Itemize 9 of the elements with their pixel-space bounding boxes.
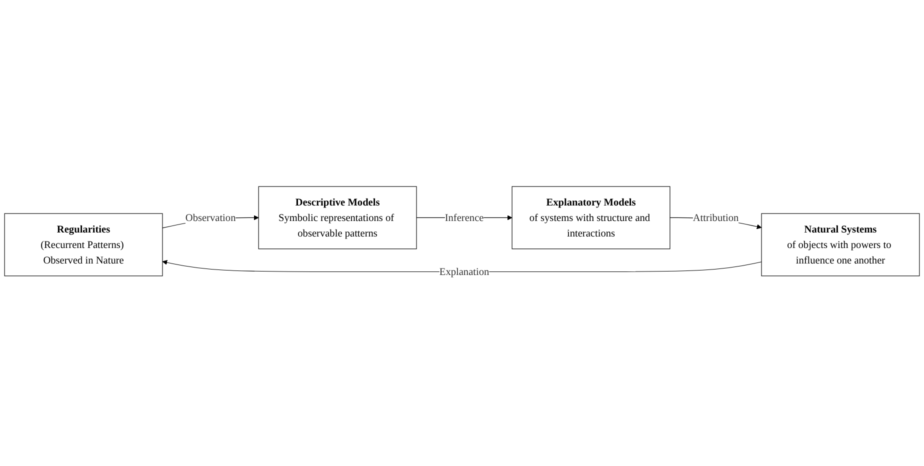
node-box: Descriptive Models Symbolic representations of observable patterns (258, 186, 417, 250)
edge-label: Observation (185, 212, 236, 224)
arrow (162, 260, 762, 272)
edge-label: Attribution (692, 212, 739, 224)
node-box: Explanatory Models of systems with structure and interactions (512, 186, 670, 250)
edge-label: Inference (444, 212, 484, 224)
node-box: Natural Systems of objects with powers to influence one another (761, 213, 920, 276)
edge-label: Explanation (439, 266, 490, 278)
node-box: Regularities (Recurrent Patterns) Observed in Nature (4, 213, 163, 276)
